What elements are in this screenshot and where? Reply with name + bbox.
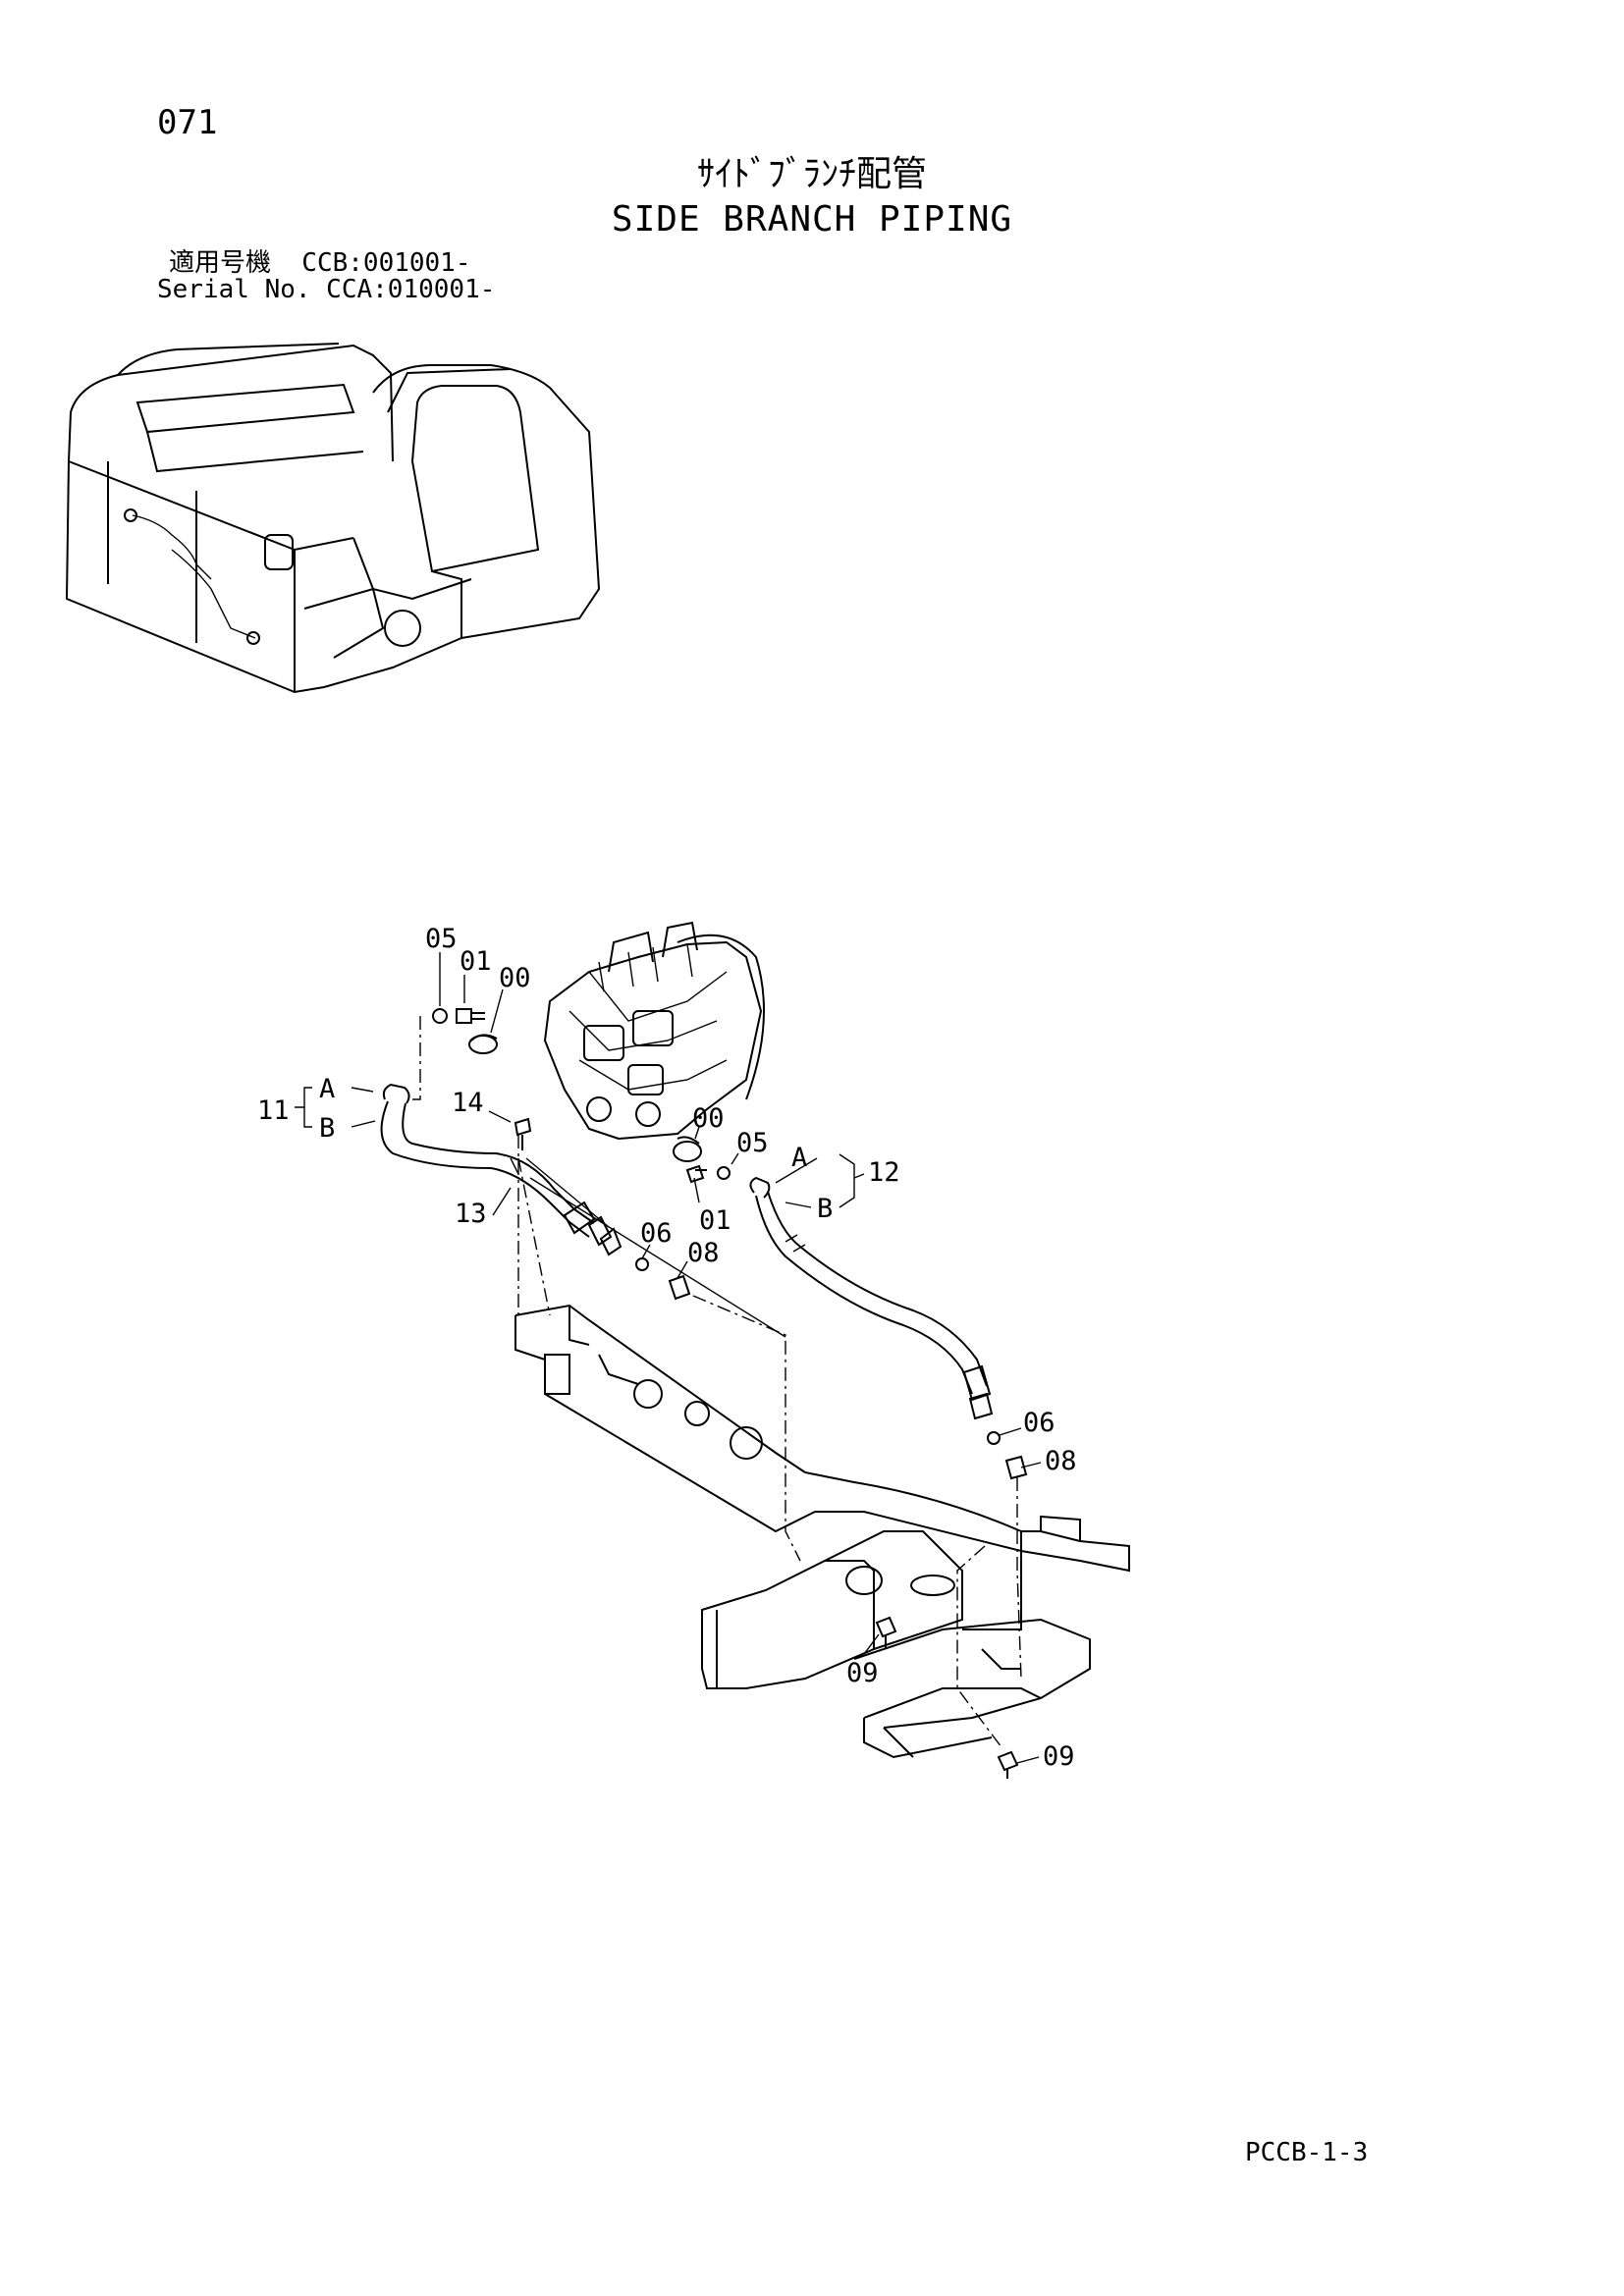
hose-11 [380, 1083, 623, 1256]
o-ring-06-left [635, 1257, 649, 1271]
o-ring-05-top [432, 1008, 448, 1024]
bolt-09-left [875, 1616, 897, 1649]
callout-00-top: 00 [499, 963, 531, 993]
applicable-serial-line-1: 適用号機 CCB:001001- [169, 248, 471, 278]
fitting-08-right [1004, 1455, 1028, 1480]
callout-11-a: A [319, 1074, 335, 1104]
callout-06-left: 06 [640, 1218, 673, 1249]
o-ring-06-right [987, 1431, 1001, 1445]
main-pump-assembly [543, 921, 765, 1141]
machine-overview-illustration [65, 343, 601, 694]
callout-05-top: 05 [425, 924, 458, 954]
bolt-09-right [997, 1750, 1019, 1779]
callout-11: 11 [257, 1095, 290, 1126]
o-ring-05-mid [717, 1166, 731, 1180]
callout-06-right: 06 [1023, 1408, 1056, 1438]
page-title-japanese: ｻｲﾄﾞﾌﾞﾗﾝﾁ配管 [696, 154, 927, 194]
callout-00-mid: 00 [692, 1103, 725, 1134]
page-code: PCCB-1-3 [1245, 2138, 1369, 2167]
callout-12: 12 [868, 1157, 900, 1188]
leader-lines [295, 952, 1042, 1764]
frame-structure [514, 1304, 1130, 1759]
callout-01-mid: 01 [699, 1205, 731, 1236]
callout-05-mid: 05 [736, 1128, 769, 1158]
callout-labels: 05 01 00 A B 11 14 13 00 05 01 06 08 A B… [257, 924, 1077, 1772]
callout-11-b: B [319, 1113, 335, 1144]
hose-12 [749, 1176, 994, 1420]
page-title: SIDE BRANCH PIPING [611, 199, 1013, 240]
callout-09-right: 09 [1043, 1741, 1075, 1772]
callout-12-b: B [817, 1194, 833, 1224]
fitting-08-left [668, 1274, 691, 1301]
applicable-serial-line-2: Serial No. CCA:010001- [157, 275, 496, 304]
callout-13: 13 [455, 1199, 487, 1229]
callout-08-right: 08 [1045, 1446, 1077, 1476]
bolt-01-mid [685, 1164, 707, 1184]
callout-12-a: A [791, 1143, 807, 1173]
page-number: 071 [157, 103, 218, 142]
callout-08-left: 08 [687, 1238, 720, 1268]
callout-14: 14 [452, 1088, 484, 1118]
flange-00-mid [673, 1141, 702, 1162]
fittings [432, 1008, 1028, 1779]
bolt-01-top [456, 1008, 485, 1024]
bolt-14 [514, 1117, 532, 1150]
callout-09-left: 09 [846, 1658, 879, 1688]
callout-01-top: 01 [460, 946, 492, 977]
